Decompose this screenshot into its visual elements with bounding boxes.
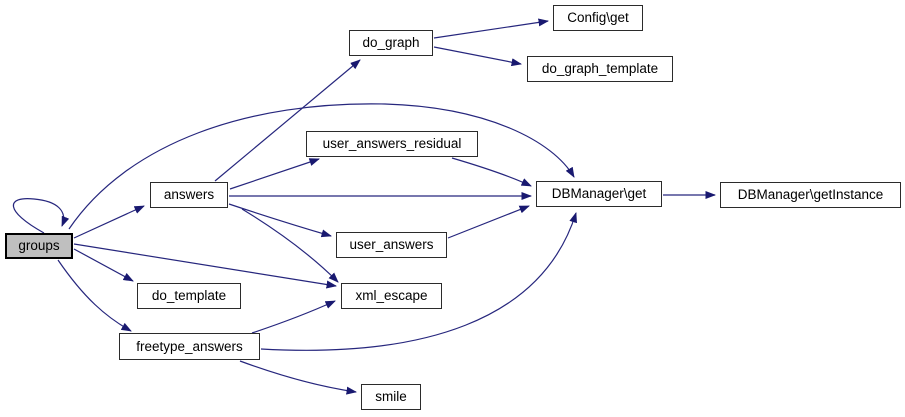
edge-groups-xml-escape	[73, 243, 337, 289]
node-dbmanager-get-label: DBManager\get	[551, 186, 647, 202]
edge-user-answers-residual-dbmanager-get	[451, 157, 532, 187]
node-dbmanager-get[interactable]: DBManager\get	[536, 181, 662, 207]
edge-freetype-answers-xml-escape	[251, 300, 336, 334]
node-do-template[interactable]: do_template	[137, 283, 241, 309]
node-answers-label: answers	[163, 187, 215, 203]
edge-do-graph-config-get	[433, 18, 549, 39]
edge-groups-dbmanager-get	[68, 103, 575, 230]
node-answers[interactable]: answers	[150, 182, 228, 208]
node-user-answers-residual[interactable]: user_answers_residual	[306, 131, 478, 157]
edge-do-graph-do-graph-template	[433, 46, 522, 67]
node-xml-escape[interactable]: xml_escape	[341, 283, 442, 309]
node-do-graph-template-label: do_graph_template	[541, 61, 659, 77]
node-do-graph[interactable]: do_graph	[349, 30, 433, 56]
node-user-answers[interactable]: user_answers	[336, 232, 447, 258]
node-user-answers-residual-label: user_answers_residual	[322, 136, 462, 152]
edge-groups-freetype-answers	[57, 259, 132, 332]
node-do-graph-template[interactable]: do_graph_template	[527, 56, 673, 82]
edge-groups-do-template	[73, 248, 134, 282]
node-smile-label: smile	[375, 389, 407, 405]
edge-freetype-answers-dbmanager-get	[260, 212, 577, 351]
edge-freetype-answers-smile	[239, 360, 357, 395]
node-xml-escape-label: xml_escape	[355, 288, 428, 304]
node-do-template-label: do_template	[151, 288, 227, 304]
edge-groups-answers	[73, 205, 145, 239]
node-freetype-answers-label: freetype_answers	[136, 338, 243, 354]
edge-answers-user-answers-residual	[229, 158, 320, 190]
node-groups[interactable]: groups	[5, 233, 73, 259]
edge-answers-xml-escape	[241, 208, 339, 283]
node-dbmanager-getinstance[interactable]: DBManager\getInstance	[720, 182, 901, 208]
node-dbmanager-getinstance-label: DBManager\getInstance	[737, 187, 884, 203]
node-do-graph-label: do_graph	[362, 35, 420, 51]
edge-user-answers-dbmanager-get	[447, 205, 530, 239]
node-smile[interactable]: smile	[361, 384, 421, 410]
edge-groups-self-loop	[12, 198, 70, 234]
edge-answers-do-graph	[214, 59, 361, 182]
node-groups-label: groups	[18, 238, 60, 254]
node-config-get-label: Config\get	[567, 10, 629, 26]
edge-answers-user-answers	[228, 203, 332, 238]
node-user-answers-label: user_answers	[349, 237, 434, 253]
node-config-get[interactable]: Config\get	[553, 5, 643, 31]
node-freetype-answers[interactable]: freetype_answers	[119, 333, 260, 360]
